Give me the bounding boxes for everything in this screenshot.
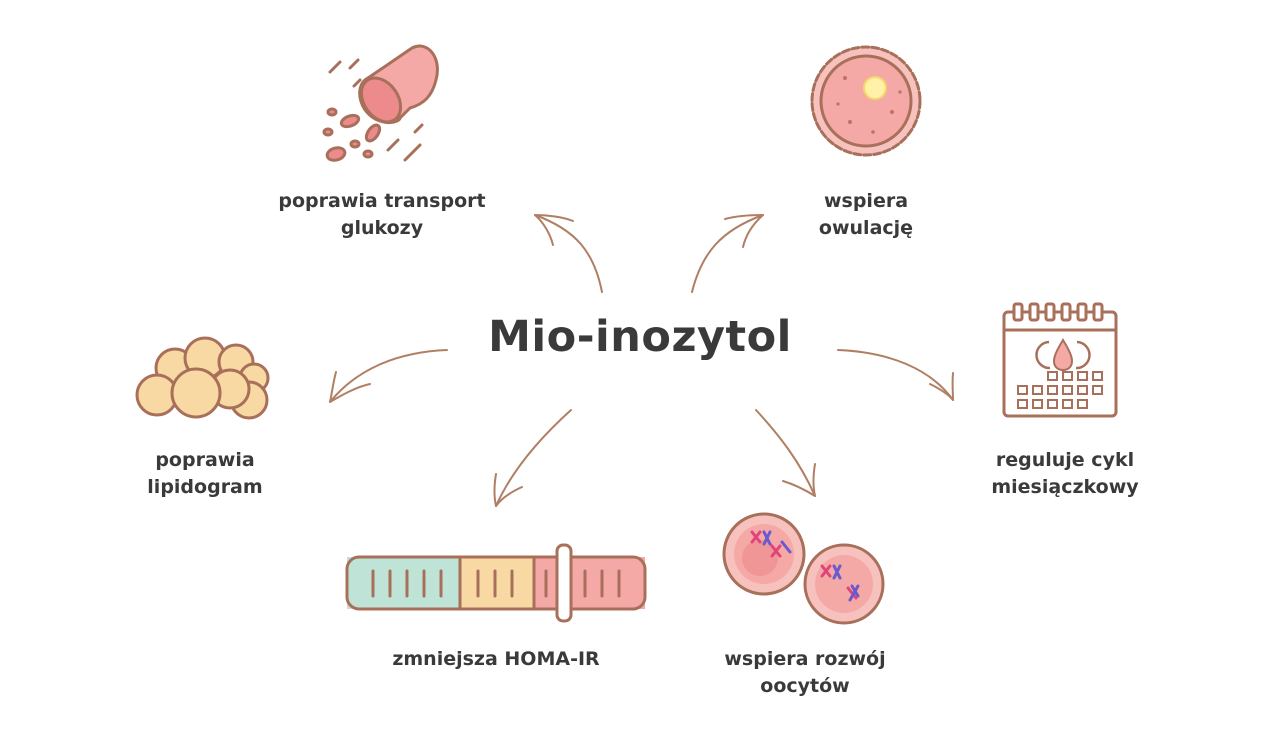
- arrow-to-cycle: [837, 349, 954, 401]
- oocyte-cells-icon: [722, 512, 885, 625]
- label-line: wspiera: [823, 190, 909, 212]
- menstrual-calendar-icon: [1002, 302, 1118, 418]
- egg-cell-icon: [810, 45, 922, 157]
- label-menstrual-cycle: reguluje cykl miesiączkowy: [960, 447, 1170, 501]
- label-oocyte-development: wspiera rozwój oocytów: [700, 646, 910, 700]
- lipid-droplets-icon: [135, 336, 270, 420]
- arrow-to-glucose: [534, 214, 603, 293]
- label-homa-ir: zmniejsza HOMA-IR: [376, 646, 616, 673]
- arrow-to-homa: [493, 409, 572, 507]
- diagram-title: Mio-inozytol: [488, 312, 792, 362]
- label-line: poprawia: [155, 449, 255, 471]
- label-line: owulację: [818, 217, 914, 239]
- label-lipidogram: poprawia lipidogram: [110, 447, 300, 501]
- label-line: miesiączkowy: [991, 476, 1139, 498]
- label-line: zmniejsza HOMA-IR: [392, 648, 600, 670]
- arrow-to-oocytes: [755, 409, 816, 497]
- label-line: glukozy: [340, 217, 424, 239]
- label-line: poprawia transport: [278, 190, 486, 212]
- arrow-to-ovulation: [691, 214, 764, 293]
- label-line: wspiera rozwój: [724, 648, 886, 670]
- arrow-to-lipids: [329, 349, 448, 403]
- homa-ir-scale-icon: [345, 543, 647, 623]
- label-line: oocytów: [760, 675, 850, 697]
- label-line: lipidogram: [147, 476, 263, 498]
- label-line: reguluje cykl: [995, 449, 1135, 471]
- glucose-cylinder-icon: [322, 44, 439, 162]
- label-glucose-transport: poprawia transport glukozy: [262, 188, 502, 242]
- label-ovulation: wspiera owulację: [766, 188, 966, 242]
